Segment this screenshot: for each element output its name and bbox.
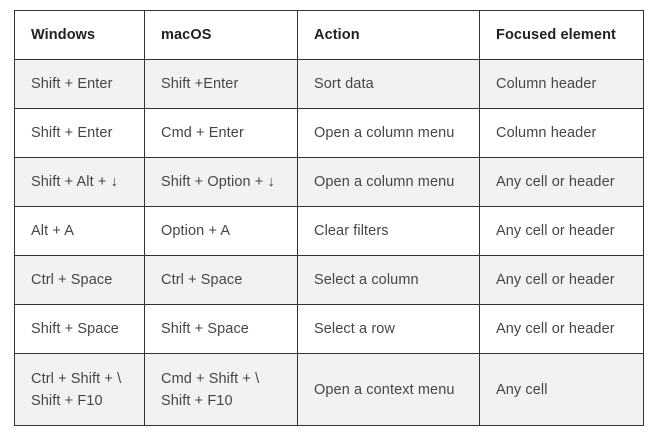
column-header-macos: macOS [144, 10, 298, 60]
cell-line: Column header [496, 125, 597, 141]
table-cell-macos: Cmd + Shift + \ Shift + F10 [144, 353, 298, 426]
table-row: Shift + Enter Cmd + Enter Open a column me… [14, 108, 644, 158]
table-header: Windows macOS Action Focused element [14, 10, 644, 60]
table-cell-focused: Any cell or header [479, 304, 644, 354]
table-cell-focused: Any cell or header [479, 157, 644, 207]
table-cell-focused: Any cell or header [479, 206, 644, 256]
column-header-focused-element: Focused element [479, 10, 644, 60]
table-cell-action: Clear filters [297, 206, 480, 256]
table-cell-macos: Shift +Enter [144, 59, 298, 109]
column-header-action: Action [297, 10, 480, 60]
table-cell-windows: Shift + Enter [14, 59, 145, 109]
cell-line: Sort data [314, 76, 374, 92]
cell-line: Column header [496, 76, 597, 92]
cell-line: Shift + Alt + ↓ [31, 174, 118, 190]
cell-line: Open a context menu [314, 381, 455, 398]
cell-line: Cmd + Shift + \ [161, 370, 260, 387]
cell-line: Ctrl + Space [161, 272, 243, 288]
table-cell-macos: Ctrl + Space [144, 255, 298, 305]
cell-line: Shift + F10 [161, 392, 233, 409]
table-cell-action: Open a column menu [297, 108, 480, 158]
table-cell-action: Select a column [297, 255, 480, 305]
cell-line: Any cell or header [496, 223, 615, 239]
cell-line: Any cell or header [496, 321, 615, 337]
cell-line: Clear filters [314, 223, 389, 239]
table-cell-windows: Shift + Alt + ↓ [14, 157, 145, 207]
table-cell-windows: Shift + Enter [14, 108, 145, 158]
table-cell-macos: Shift + Option + ↓ [144, 157, 298, 207]
table-cell-macos: Option + A [144, 206, 298, 256]
cell-line: Ctrl + Space [31, 272, 113, 288]
cell-line: Alt + A [31, 223, 75, 239]
table-cell-focused: Column header [479, 59, 644, 109]
cell-line: Cmd + Enter [161, 125, 244, 141]
table-header-row: Windows macOS Action Focused element [14, 10, 644, 60]
cell-line: Open a column menu [314, 174, 455, 190]
cell-line: Shift +Enter [161, 76, 239, 92]
cell-line: Shift + Enter [31, 125, 113, 141]
table-row: Ctrl + Space Ctrl + Space Select a column A… [14, 255, 644, 305]
shortcuts-table-container: Windows macOS Action Focused element Shi… [14, 10, 644, 426]
table-cell-action: Open a context menu [297, 353, 480, 426]
table-row: Shift + Enter Shift +Enter Sort data Column… [14, 59, 644, 109]
table-row: Alt + A Option + A Clear filters Any cell o… [14, 206, 644, 256]
table-cell-focused: Column header [479, 108, 644, 158]
table-cell-macos: Cmd + Enter [144, 108, 298, 158]
cell-line: Select a column [314, 272, 419, 288]
cell-line: Shift + F10 [31, 392, 103, 409]
cell-line: Shift + Option + ↓ [161, 174, 275, 190]
table-cell-windows: Alt + A [14, 206, 145, 256]
table-cell-action: Sort data [297, 59, 480, 109]
table-cell-windows: Ctrl + Space [14, 255, 145, 305]
table-cell-action: Open a column menu [297, 157, 480, 207]
table-row: Shift + Alt + ↓ Shift + Option + ↓ Open a … [14, 157, 644, 207]
cell-line: Shift + Space [161, 321, 249, 337]
table-cell-windows: Shift + Space [14, 304, 145, 354]
table-cell-macos: Shift + Space [144, 304, 298, 354]
cell-line: Shift + Enter [31, 76, 113, 92]
table-cell-action: Select a row [297, 304, 480, 354]
cell-line: Any cell or header [496, 174, 615, 190]
cell-line: Open a column menu [314, 125, 455, 141]
column-header-windows: Windows [14, 10, 145, 60]
table-row: Shift + Space Shift + Space Select a row An… [14, 304, 644, 354]
table-cell-windows: Ctrl + Shift + \ Shift + F10 [14, 353, 145, 426]
table-cell-focused: Any cell or header [479, 255, 644, 305]
cell-line: Shift + Space [31, 321, 119, 337]
keyboard-shortcuts-table: Windows macOS Action Focused element Shi… [14, 10, 644, 426]
cell-line: Any cell or header [496, 272, 615, 288]
table-cell-focused: Any cell [479, 353, 644, 426]
cell-line: Option + A [161, 223, 231, 239]
cell-line: Select a row [314, 321, 395, 337]
cell-line: Ctrl + Shift + \ [31, 370, 122, 387]
cell-line: Any cell [496, 381, 548, 398]
